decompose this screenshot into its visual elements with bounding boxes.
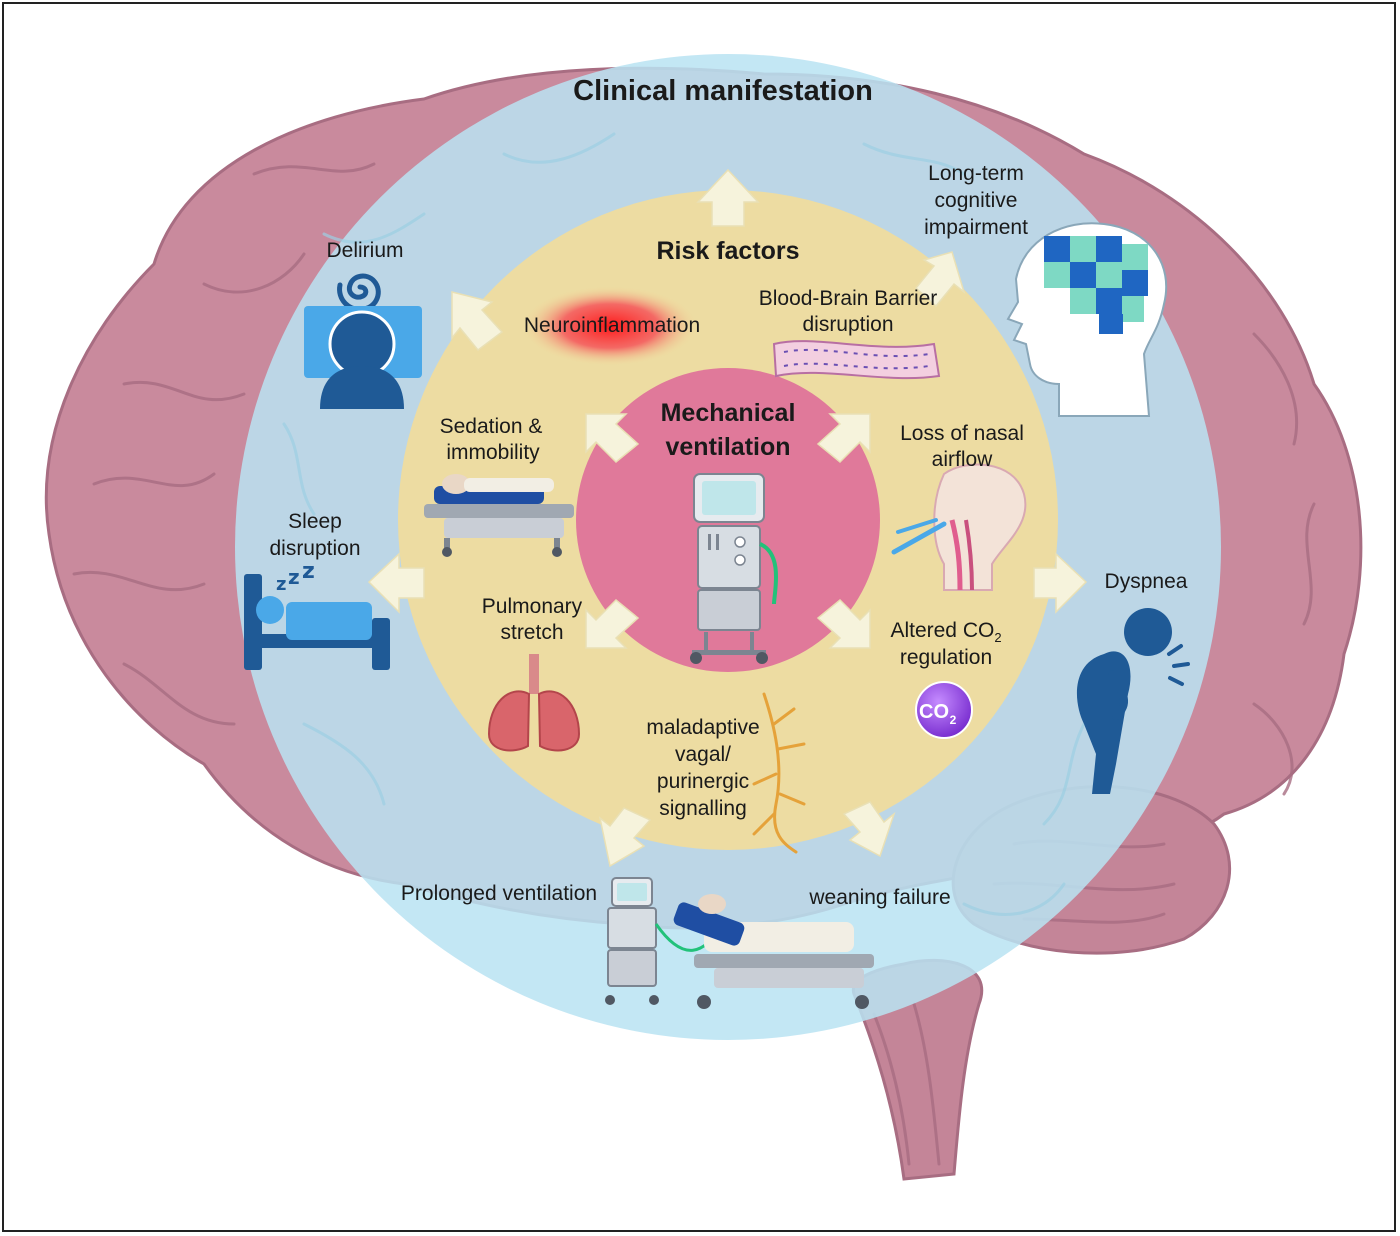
dyspnea-label: Dyspnea [1104, 570, 1188, 593]
zzz-icon-3: z [302, 559, 315, 584]
mechanical-ventilation-title-1: Mechanical [660, 399, 796, 427]
arrows [367, 168, 1088, 868]
weaning-failure-label: weaning failure [809, 886, 951, 909]
bed-icon: z z z [244, 559, 390, 670]
arrow-icon [585, 413, 640, 464]
bbb-label-1: Blood-Brain Barrier [758, 287, 938, 310]
arrow-icon [816, 598, 871, 649]
arrow-icon [451, 291, 504, 352]
bbb-label-2: disruption [802, 313, 894, 336]
blood-vessel-icon [772, 340, 941, 380]
nasal-label-2: airflow [931, 448, 993, 471]
co2-regulation-subscript: 2 [994, 630, 1002, 646]
arrow-icon [696, 168, 760, 227]
cognitive-label-1: Long-term [928, 162, 1024, 185]
person-body-icon [320, 366, 404, 409]
vagal-label-2: vagal/ [674, 743, 732, 766]
neuroinflammation-glow-icon [522, 286, 698, 366]
pulmonary-label-1: Pulmonary [481, 595, 583, 618]
pulmonary-label-2: stretch [500, 621, 564, 644]
sedation-label-1: Sedation & [439, 415, 543, 438]
lungs-icon [487, 654, 581, 752]
sleep-label-1: Sleep [288, 510, 342, 533]
vagal-label-3: purinergic [656, 770, 750, 793]
zzz-icon-2: z [288, 565, 300, 589]
delirium-label: Delirium [326, 239, 404, 262]
dyspnea-person-icon [1076, 608, 1190, 794]
arrow-icon [842, 801, 896, 858]
diagram-canvas: z z z [44, 54, 1363, 1181]
sedation-label-2: immobility [446, 441, 540, 464]
co2-badge-icon: CO 2 [915, 681, 973, 739]
vagal-label-1: maladaptive [646, 716, 760, 739]
risk-factors-title: Risk factors [656, 237, 800, 265]
co2-badge-subscript: 2 [950, 713, 957, 727]
cognitive-label-3: impairment [924, 216, 1028, 239]
vagal-label-4: signalling [659, 797, 747, 820]
sleep-label-2: disruption [269, 537, 361, 560]
prolonged-ventilation-label: Prolonged ventilation [400, 882, 598, 905]
nasal-label-1: Loss of nasal [900, 422, 1024, 445]
mechanical-ventilation-title-2: ventilation [665, 433, 791, 461]
brain-gyri [72, 162, 1316, 1166]
co2-regulation-prefix: Altered CO [890, 619, 995, 642]
nerve-icon [752, 692, 806, 854]
arrow-icon [914, 251, 966, 308]
arrow-icon [1033, 552, 1088, 614]
puzzle-pieces [1044, 236, 1148, 334]
prolonged-ventilation-icon [605, 877, 874, 1009]
hospital-bed-icon [424, 474, 574, 557]
puzzle-head-icon [1006, 222, 1168, 417]
co2-badge-text: CO [919, 701, 949, 723]
ventilator-icon [690, 473, 779, 664]
zzz-icon: z [276, 574, 286, 595]
airway-icon [891, 463, 1027, 591]
cognitive-label-2: cognitive [934, 189, 1018, 212]
arrow-icon [816, 413, 871, 464]
co2-regulation-label-2: regulation [899, 646, 993, 669]
neuroinflammation-label: Neuroinflammation [523, 314, 701, 337]
arrow-icon [585, 598, 640, 649]
arrow-icon [367, 552, 425, 614]
clinical-manifestation-title: Clinical manifestation [573, 75, 873, 107]
arrow-icon [598, 807, 652, 868]
co2-regulation-label-1: Altered CO2 [890, 617, 1001, 651]
delirium-icon-group [304, 273, 422, 409]
